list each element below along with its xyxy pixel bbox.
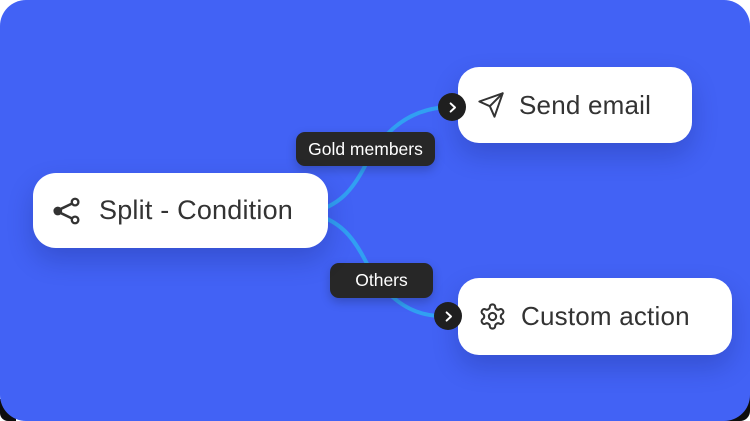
node-label-send: Send email [519, 89, 652, 120]
branch-label-gold-members[interactable]: Gold members [296, 132, 435, 166]
branch-label-others[interactable]: Others [330, 263, 433, 298]
node-label-custom: Custom action [521, 301, 690, 331]
node-split-condition[interactable]: Split - Condition [33, 173, 328, 248]
custom-node-connector-badge[interactable] [434, 302, 462, 330]
chevron-right-icon [449, 101, 456, 113]
send-node-connector-badge[interactable] [438, 93, 466, 121]
paper-plane-icon [478, 92, 504, 118]
branch-label-text: Gold members [308, 138, 423, 159]
share-split-icon [53, 197, 80, 224]
branch-label-text: Others [355, 270, 408, 290]
node-custom-action[interactable]: Custom action [458, 278, 732, 355]
node-send-email[interactable]: Send email [458, 67, 692, 143]
chevron-right-icon [445, 310, 452, 322]
gear-icon [480, 303, 505, 330]
connector-others [308, 211, 446, 319]
node-label-split: Split - Condition [99, 195, 293, 225]
